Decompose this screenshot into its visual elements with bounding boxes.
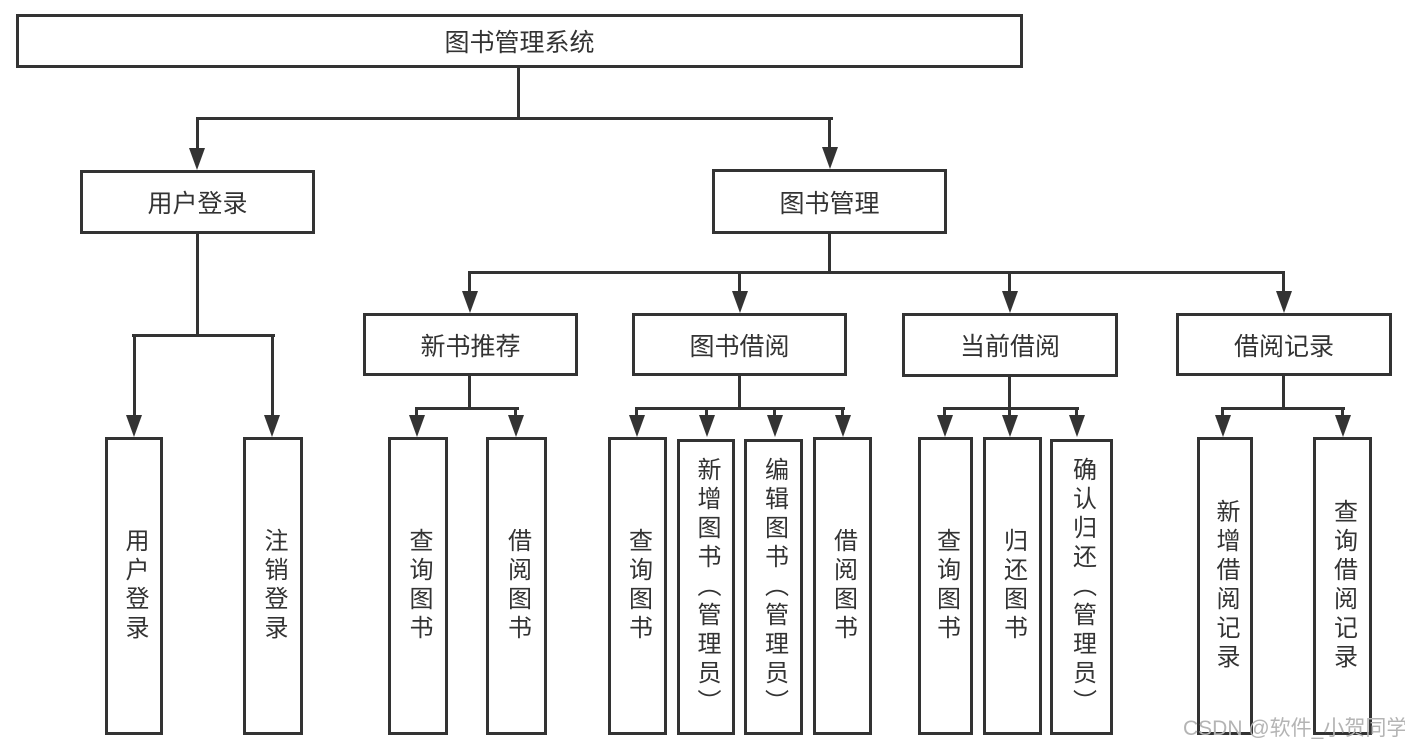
node-label: 查询借阅记录 <box>1329 499 1357 673</box>
connector-line <box>132 334 275 337</box>
arrow-down-icon <box>126 415 142 437</box>
node-label: 注销登录 <box>260 528 287 644</box>
arrow-down-icon <box>732 291 748 313</box>
leaf-query-borrowing-record: 查询借阅记录 <box>1313 437 1372 735</box>
leaf-logout: 注销登录 <box>243 437 303 735</box>
connector-line <box>517 68 520 120</box>
connector-line <box>943 407 1079 410</box>
arrow-down-icon <box>835 415 851 437</box>
node-label: 用户登录 <box>121 528 148 644</box>
connector-line <box>705 407 708 419</box>
node-label: 归还图书 <box>999 528 1027 644</box>
node-label: 借阅图书 <box>503 528 531 644</box>
node-label: 确认归还（管理员） <box>1068 456 1096 718</box>
connector-line <box>635 407 638 419</box>
arrow-down-icon <box>1276 291 1292 313</box>
node-label: 编辑图书（管理员） <box>760 456 788 718</box>
node-label: 新增借阅记录 <box>1212 499 1239 673</box>
connector-line <box>1075 407 1078 419</box>
arrow-down-icon <box>1069 415 1085 437</box>
connector-line <box>1008 271 1011 293</box>
connector-line <box>133 334 136 417</box>
node-label: 借阅记录 <box>1233 332 1334 361</box>
connector-line <box>468 271 1285 274</box>
arrow-down-icon <box>822 147 838 169</box>
arrow-down-icon <box>264 415 280 437</box>
connector-line <box>271 334 274 417</box>
watermark: CSDN @软件_小贺同学 <box>1183 717 1405 740</box>
node-label: 图书管理 <box>779 189 880 218</box>
connector-line <box>468 376 471 410</box>
connector-line <box>1282 376 1285 410</box>
leaf-add-borrowing-record: 新增借阅记录 <box>1197 437 1253 735</box>
leaf-confirm-return-admin: 确认归还（管理员） <box>1050 439 1113 735</box>
arrow-down-icon <box>629 415 645 437</box>
connector-line <box>468 271 471 293</box>
node-label: 借阅图书 <box>829 528 857 644</box>
connector-line <box>635 407 845 410</box>
node-label: 图书管理系统 <box>444 29 595 57</box>
node-new-book-recommendation: 新书推荐 <box>363 313 578 376</box>
node-label: 查询图书 <box>405 528 432 644</box>
leaf-query-books-current: 查询图书 <box>918 437 973 735</box>
node-label: 新书推荐 <box>420 332 521 361</box>
connector-line <box>828 234 831 274</box>
leaf-user-login: 用户登录 <box>105 437 163 735</box>
connector-line <box>1341 407 1344 419</box>
leaf-edit-book-admin: 编辑图书（管理员） <box>744 439 803 735</box>
arrow-down-icon <box>1002 291 1018 313</box>
connector-line <box>415 407 418 419</box>
connector-line <box>1221 407 1345 410</box>
arrow-down-icon <box>1002 415 1018 437</box>
arrow-down-icon <box>189 148 205 170</box>
node-borrowing-records: 借阅记录 <box>1176 313 1392 376</box>
connector-line <box>828 117 831 149</box>
leaf-return-books: 归还图书 <box>983 437 1042 735</box>
node-label: 查询图书 <box>624 528 652 644</box>
leaf-query-books-recommend: 查询图书 <box>388 437 448 735</box>
connector-line <box>1008 407 1011 419</box>
node-label: 新增图书（管理员） <box>693 456 720 718</box>
connector-line <box>415 407 519 410</box>
arrow-down-icon <box>699 415 715 437</box>
connector-line <box>196 234 199 337</box>
node-user-login: 用户登录 <box>80 170 315 234</box>
node-label: 当前借阅 <box>959 333 1060 361</box>
arrow-down-icon <box>937 415 953 437</box>
leaf-add-book-admin: 新增图书（管理员） <box>677 439 735 735</box>
arrow-down-icon <box>1215 415 1231 437</box>
arrow-down-icon <box>462 291 478 313</box>
connector-line <box>738 271 741 293</box>
node-label: 查询图书 <box>932 528 960 644</box>
connector-line <box>943 407 946 419</box>
connector-line <box>196 117 833 120</box>
node-label: 用户登录 <box>147 190 248 218</box>
connector-line <box>1221 407 1224 419</box>
arrow-down-icon <box>767 415 783 437</box>
node-book-borrowing: 图书借阅 <box>632 313 847 376</box>
arrow-down-icon <box>508 415 524 437</box>
leaf-borrow-books-borrowing: 借阅图书 <box>813 437 872 735</box>
arrow-down-icon <box>1335 415 1351 437</box>
node-root: 图书管理系统 <box>16 14 1023 68</box>
connector-line <box>514 407 517 419</box>
connector-line <box>196 117 199 150</box>
connector-line <box>773 407 776 419</box>
node-current-borrowing: 当前借阅 <box>902 313 1118 377</box>
connector-line <box>738 376 741 410</box>
leaf-borrow-books-recommend: 借阅图书 <box>486 437 547 735</box>
arrow-down-icon <box>409 415 425 437</box>
connector-line <box>1282 271 1285 293</box>
node-book-management: 图书管理 <box>712 169 947 234</box>
leaf-query-books-borrowing: 查询图书 <box>608 437 667 735</box>
connector-line <box>1008 377 1011 410</box>
node-label: 图书借阅 <box>689 332 790 361</box>
connector-line <box>841 407 844 419</box>
